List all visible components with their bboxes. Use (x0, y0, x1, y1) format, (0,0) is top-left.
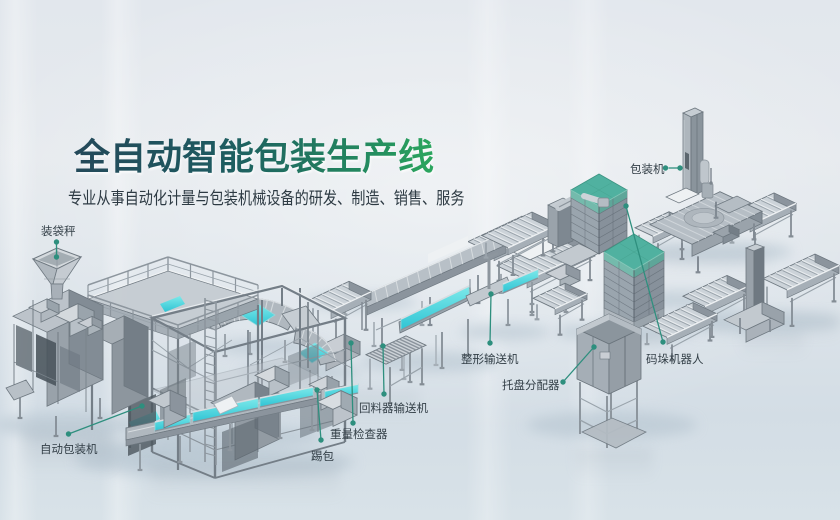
svg-text:踢包: 踢包 (311, 450, 334, 463)
svg-text:整形输送机: 整形输送机 (461, 352, 519, 366)
svg-text:装袋秤: 装袋秤 (41, 224, 76, 238)
svg-text:回料器输送机: 回料器输送机 (359, 401, 428, 415)
svg-text:托盘分配器: 托盘分配器 (502, 378, 560, 392)
svg-text:包装机: 包装机 (630, 162, 665, 176)
svg-text:重量检查器: 重量检查器 (330, 427, 388, 441)
svg-text:自动包装机: 自动包装机 (40, 442, 98, 456)
svg-text:码垛机器人: 码垛机器人 (646, 352, 704, 366)
